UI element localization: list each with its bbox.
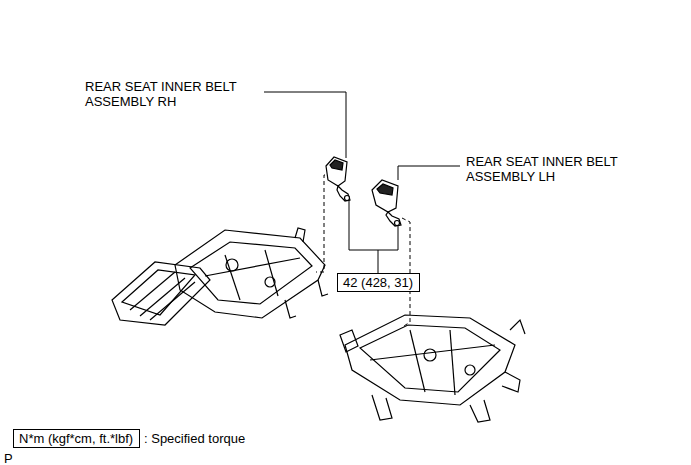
part-name: REAR SEAT INNER BELT ASSEMBLY RH — [85, 79, 263, 109]
part-name: REAR SEAT INNER BELT ASSEMBLY LH — [466, 154, 656, 184]
leader-line — [264, 92, 346, 158]
buckle-lh — [372, 180, 401, 226]
seat-frame-rh — [112, 228, 328, 325]
view-mark: P — [4, 451, 13, 465]
leader-line — [398, 166, 460, 180]
box-text: N*m (kgf*cm, ft.*lbf) — [14, 430, 139, 446]
assembly-line — [402, 218, 410, 326]
buckle-rh — [326, 157, 350, 201]
torque-unit-box: N*m (kgf*cm, ft.*lbf) — [13, 429, 140, 448]
legend-text: : Specified torque — [144, 431, 245, 446]
box-text: 42 (428, 31) — [338, 274, 419, 290]
seat-frame-lh — [340, 315, 525, 422]
leader-line — [378, 250, 379, 273]
torque-box: 42 (428, 31) — [337, 273, 420, 292]
